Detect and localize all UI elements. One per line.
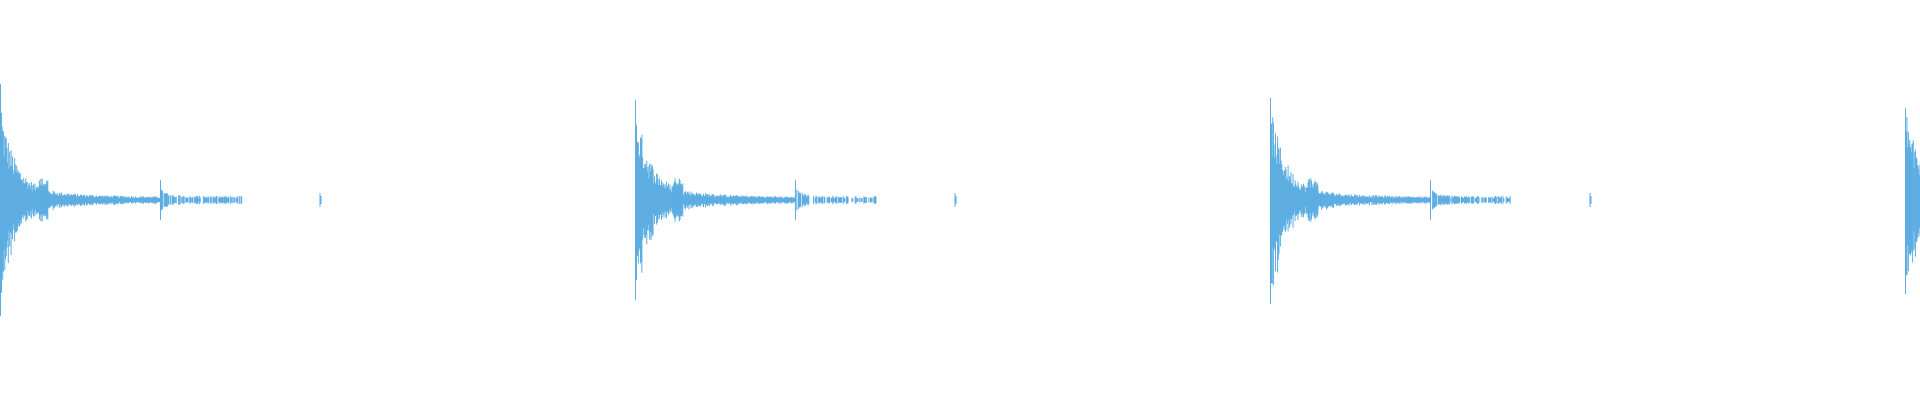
waveform-trace bbox=[0, 84, 1920, 316]
